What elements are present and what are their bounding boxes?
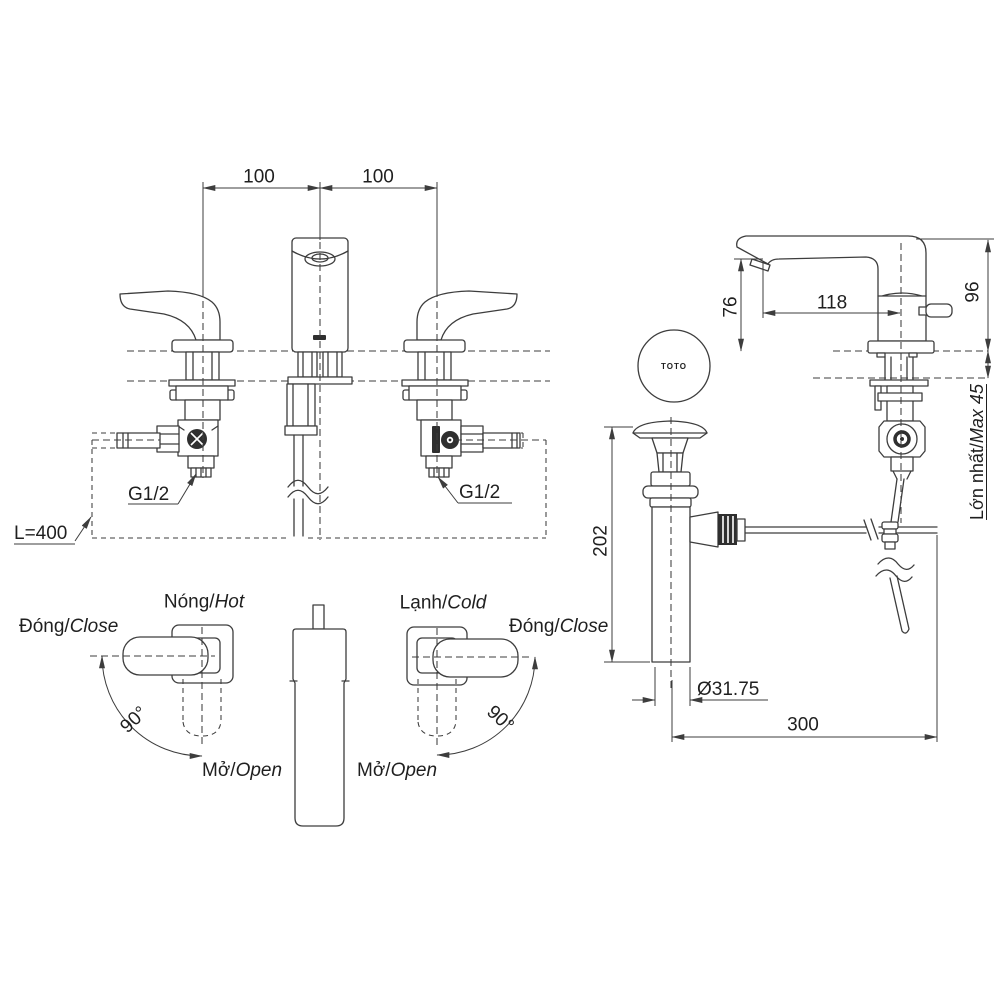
right-handle-lever bbox=[416, 290, 518, 341]
handle-rotation-diagrams bbox=[122, 604, 519, 827]
right-rotation-arc bbox=[436, 656, 538, 758]
rod-break-symbol bbox=[875, 557, 915, 583]
open-label-left: Mở/Open bbox=[202, 760, 283, 781]
dim-drain-diameter: Ø31.75 bbox=[697, 679, 760, 700]
hot-label: Nóng/Hot bbox=[163, 591, 245, 613]
cold-handle-closed bbox=[432, 638, 519, 678]
popup-rod bbox=[744, 526, 938, 534]
left-handle-lever bbox=[119, 290, 221, 341]
open-label-right: Mở/Open bbox=[357, 760, 438, 781]
close-label-left: Đóng/Close bbox=[19, 616, 119, 637]
spout-silhouette bbox=[292, 628, 347, 827]
spout-logo-mark bbox=[313, 335, 326, 340]
dim-100-left: 100 bbox=[243, 166, 275, 188]
hose-length-label: L=400 bbox=[14, 523, 68, 544]
countertop-lines bbox=[127, 350, 988, 382]
dim-300: 300 bbox=[787, 714, 819, 736]
dimensions bbox=[14, 182, 994, 759]
drain-plug-top-view bbox=[637, 329, 711, 403]
side-view bbox=[632, 235, 953, 663]
valve-logo-mark bbox=[432, 426, 440, 453]
pipe-break-symbol bbox=[287, 479, 329, 505]
dim-118: 118 bbox=[816, 292, 848, 314]
thread-label-right: G1/2 bbox=[459, 482, 501, 503]
close-label-right: Đóng/Close bbox=[509, 616, 609, 637]
popup-drain bbox=[632, 420, 746, 663]
toto-logo: TOTO bbox=[661, 362, 687, 371]
dim-202: 202 bbox=[590, 525, 612, 557]
dim-100-right: 100 bbox=[362, 166, 394, 188]
cold-label: Lạnh/Cold bbox=[399, 592, 487, 614]
left-rotation-arc bbox=[99, 655, 203, 759]
spout-body-side bbox=[736, 235, 927, 342]
max-deck-label: Lớn nhất/Max 45 bbox=[967, 384, 987, 520]
dim-96: 96 bbox=[962, 281, 984, 303]
thread-label-left: G1/2 bbox=[128, 484, 170, 505]
dim-76: 76 bbox=[720, 296, 742, 318]
side-handle-lever bbox=[925, 303, 953, 318]
